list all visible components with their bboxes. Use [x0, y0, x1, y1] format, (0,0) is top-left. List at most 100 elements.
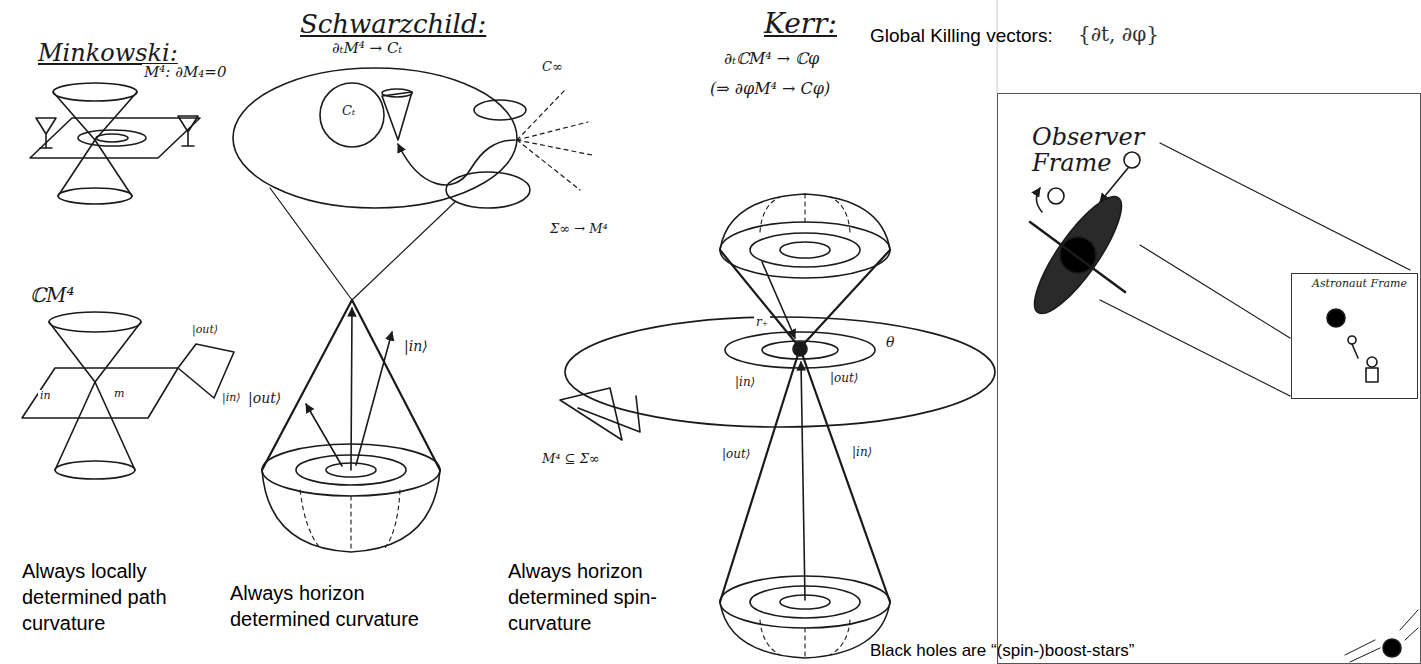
astronaut-frame-box: Astronaut Frame: [1291, 273, 1418, 399]
kerr-lightcone: [720, 250, 800, 348]
minkowski-lightcone: [36, 118, 56, 148]
frame-title: Observer Frame: [1032, 124, 1152, 177]
black-hole-sketch: [1048, 188, 1064, 204]
kerr-lightcone: [720, 194, 890, 250]
math-note: Cₜ: [340, 104, 357, 119]
frame-title: Astronaut Frame: [1312, 278, 1412, 290]
black-hole-sketch: [1367, 357, 1377, 367]
math-note: ∂ₜℂM⁴ → ℂφ: [722, 50, 821, 68]
math-note: C∞: [540, 60, 565, 75]
black-hole-sketch: [1036, 188, 1042, 212]
state-label: |out⟩: [720, 448, 753, 462]
complex-minkowski-lightcone: [95, 382, 135, 470]
minkowski-lightcone: [78, 130, 146, 146]
math-note: ∂ₜM⁴ → Cₜ: [330, 40, 404, 57]
schwarzschild-manifold: [517, 90, 565, 140]
axis-label: m: [112, 388, 126, 401]
math-note: θ: [884, 334, 896, 350]
kerr-lightcone: [760, 197, 780, 232]
black-hole-sketch: [1100, 300, 1290, 396]
state-label: |out⟩: [828, 372, 861, 386]
minkowski-lightcone: [30, 118, 200, 158]
kerr-lightcone: [804, 628, 805, 658]
schwarzschild-manifold: [517, 90, 592, 190]
math-note: Σ∞ → M⁴: [548, 222, 610, 237]
page-divider: [996, 0, 998, 93]
schwarzschild-manifold: [517, 122, 588, 140]
black-hole-sketch: [1352, 344, 1358, 358]
kerr-lightcone: [720, 348, 800, 602]
caption-text: Black holes are “(spin-)boost-stars”: [870, 640, 1135, 662]
state-label: |in⟩: [733, 376, 757, 390]
observer-frame-panel: Observer FrameAstronaut Frame: [997, 93, 1421, 664]
caption-text: Always horizon determined curvature: [230, 580, 470, 632]
schwarzschild-manifold: [517, 140, 580, 190]
page-divider: [997, 0, 998, 93]
black-hole-sketch: [1160, 143, 1410, 270]
schwarzschild-lightcone: [300, 490, 400, 552]
complex-minkowski-lightcone: [178, 344, 234, 398]
black-hole-sketch: [1021, 186, 1134, 324]
schwarzschild-manifold: [320, 83, 384, 147]
schwarzschild-lightcone: [356, 332, 392, 465]
minkowski-lightcone: [30, 83, 200, 204]
black-hole-sketch: [1366, 368, 1378, 382]
minkowski-lightcone: [58, 188, 132, 204]
complex-minkowski-lightcone: [55, 382, 95, 470]
black-hole-sketch: [1124, 152, 1140, 168]
black-hole-sketch: [1021, 143, 1418, 662]
math-note: M⁴ ⊆ Σ∞: [540, 452, 602, 467]
complex-minkowski-lightcone: [95, 322, 141, 382]
section-heading: Kerr:: [762, 8, 839, 40]
kerr-lightcone: [830, 197, 850, 232]
black-hole-sketch: [1327, 309, 1345, 327]
minkowski-lightcone: [95, 92, 137, 140]
schwarzschild-manifold: [517, 140, 592, 155]
minkowski-lightcone: [178, 116, 198, 146]
schwarzschild-lightcone: [300, 490, 320, 548]
section-heading: Schwarzchild:: [298, 10, 488, 40]
kerr-lightcone: [560, 388, 622, 440]
minkowski-lightcone: [96, 134, 128, 142]
math-note: r₊: [754, 316, 770, 330]
note-text: Global Killing vectors:: [870, 24, 1053, 49]
kerr-lightcone: [800, 348, 890, 602]
state-label: |out⟩: [190, 324, 220, 337]
schwarzschild-manifold: [352, 202, 455, 300]
schwarzschild-manifold: [446, 172, 530, 208]
state-label: |in⟩: [850, 446, 874, 460]
complex-minkowski-lightcone: [22, 312, 234, 479]
complex-minkowski-lightcone: [49, 322, 95, 382]
schwarzschild-lightcone: [350, 496, 351, 552]
caption-text: Always locally determined path curvature: [22, 558, 182, 636]
complex-minkowski-lightcone: [49, 312, 141, 332]
schwarzschild-lightcone: [351, 308, 352, 470]
minkowski-lightcone: [53, 83, 137, 101]
schwarzschild-lightcone: [262, 470, 440, 552]
section-heading: ℂM⁴: [28, 284, 76, 307]
schwarzschild-manifold: [233, 68, 517, 208]
schwarzschild-manifold: [233, 68, 592, 300]
math-note: {∂t, ∂φ}: [1078, 22, 1159, 46]
complex-minkowski-lightcone: [22, 368, 178, 418]
schwarzschild-lightcone: [385, 490, 400, 548]
schwarzschild-manifold: [382, 92, 412, 140]
schwarzschild-manifold: [474, 100, 526, 120]
schwarzschild-lightcone: [306, 404, 342, 466]
black-hole-sketch: [1345, 610, 1418, 662]
black-hole-sketch: [1030, 222, 1125, 292]
schwarzschild-manifold: [382, 89, 412, 97]
kerr-lightcone: [780, 242, 830, 258]
kerr-lightcone: [720, 602, 890, 658]
state-label: |out⟩: [246, 390, 283, 406]
black-hole-sketch: [1383, 639, 1401, 657]
schwarzschild-manifold: [270, 188, 352, 300]
kerr-lightcone: [720, 222, 890, 278]
state-label: |in⟩: [220, 392, 243, 405]
state-label: |in⟩: [402, 338, 430, 354]
complex-minkowski-lightcone: [55, 461, 135, 479]
math-note: M⁴: ∂M₄=0: [142, 64, 228, 81]
axis-label: in: [38, 390, 53, 403]
kerr-lightcone: [800, 250, 890, 348]
black-hole-sketch: [1348, 336, 1356, 344]
